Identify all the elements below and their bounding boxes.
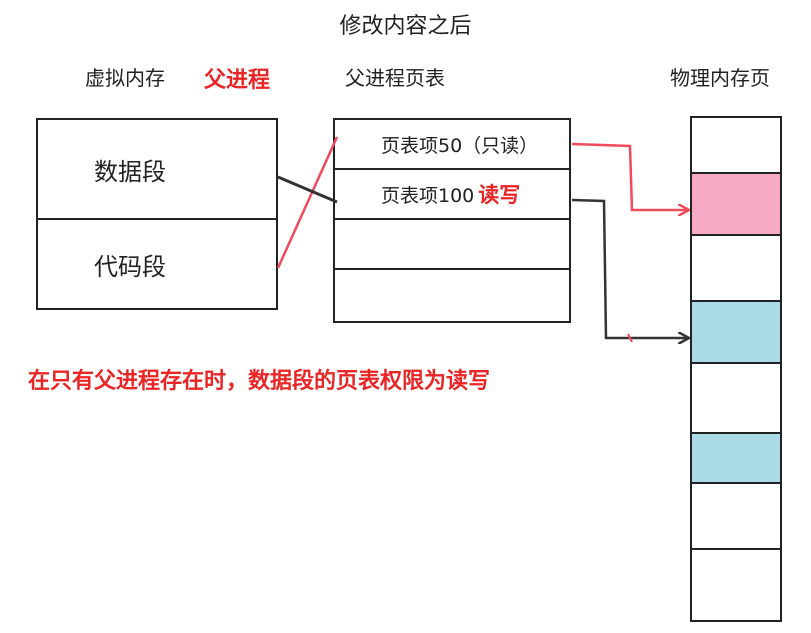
data-segment-label: 数据段 <box>94 157 166 186</box>
parent-process-label: 父进程 <box>204 68 271 93</box>
page-table-entry-text: 页表项100 <box>381 184 475 207</box>
entry50-to-page-arrow <box>571 142 688 210</box>
physical-page <box>692 484 780 550</box>
page-table-label: 父进程页表 <box>345 66 445 90</box>
data-segment: 数据段 <box>38 120 276 220</box>
physical-page <box>692 118 780 174</box>
page-table-box: 页表项50（只读） 页表项100 读写 <box>333 118 571 323</box>
page-table-entry-text: 页表项50（只读） <box>381 134 539 157</box>
physical-memory-box <box>690 116 782 622</box>
page-table-entry: 页表项50（只读） <box>335 120 569 170</box>
entry100-to-page-arrow <box>571 198 688 338</box>
code-segment-label: 代码段 <box>94 252 166 281</box>
virtual-memory-box: 数据段 代码段 <box>36 118 278 310</box>
page-table-entry-permission: 读写 <box>478 183 521 207</box>
explanation-note: 在只有父进程存在时，数据段的页表权限为读写 <box>28 369 491 394</box>
physical-page <box>692 364 780 434</box>
code-segment: 代码段 <box>38 220 276 308</box>
physical-page <box>692 550 780 620</box>
physical-page <box>692 434 780 484</box>
data-segment-link-line <box>277 175 338 204</box>
diagram-title: 修改内容之后 <box>339 14 472 39</box>
virtual-memory-label: 虚拟内存 <box>85 66 165 90</box>
code-segment-link-line <box>276 136 339 269</box>
arrow-tick-mark <box>627 333 633 343</box>
physical-page <box>692 236 780 302</box>
physical-page <box>692 174 780 236</box>
physical-page <box>692 302 780 364</box>
page-table-entry: 页表项100 读写 <box>335 170 569 220</box>
physical-memory-label: 物理内存页 <box>670 66 770 90</box>
page-table-entry <box>335 220 569 270</box>
